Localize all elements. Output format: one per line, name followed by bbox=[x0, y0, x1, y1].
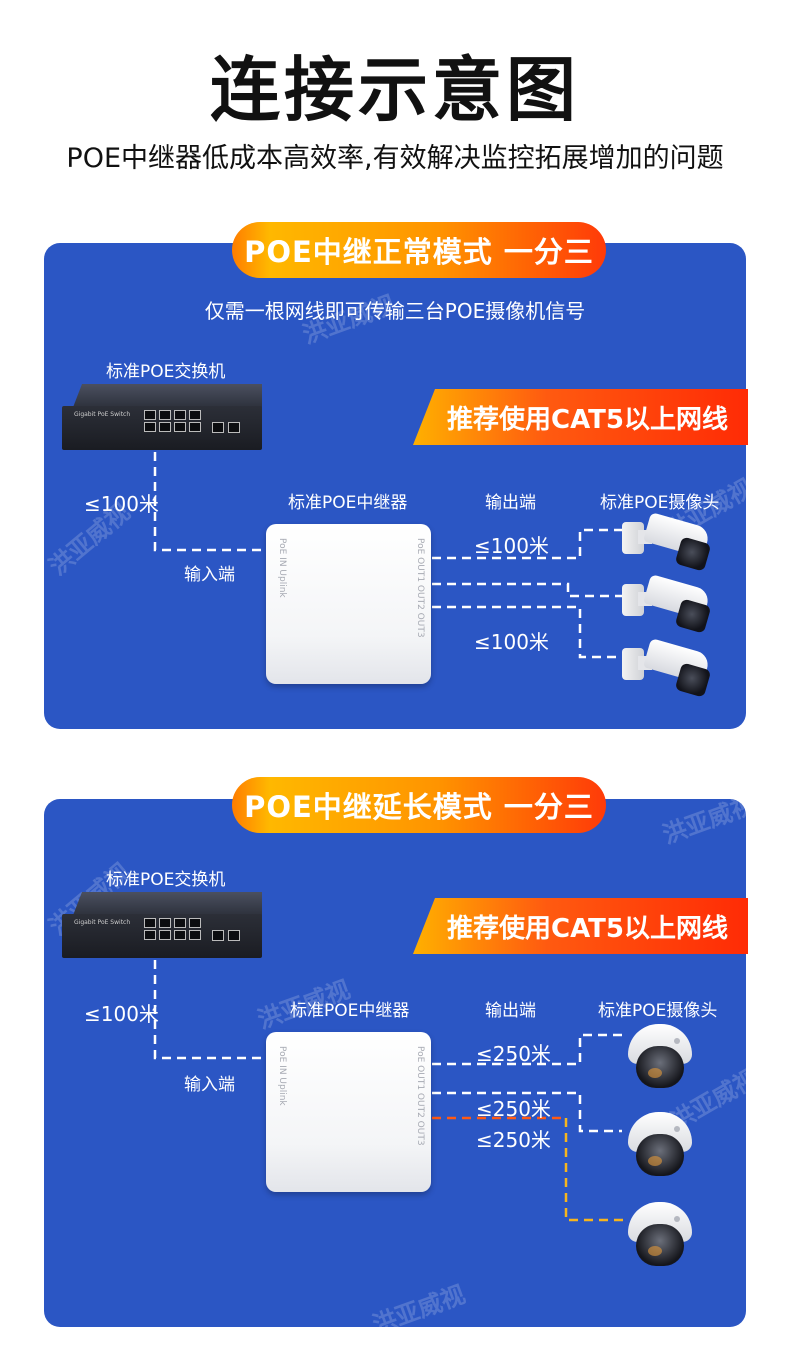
normal-mode-description: 仅需一根网线即可传输三台POE摄像机信号 bbox=[204, 299, 586, 323]
output-cable-2 bbox=[432, 582, 628, 598]
cable-recommendation-banner: 推荐使用CAT5以上网线 bbox=[413, 898, 748, 954]
dome-camera bbox=[628, 1202, 692, 1266]
input-distance-label: ≤100米 bbox=[84, 492, 159, 516]
output-cable-3-yellow bbox=[564, 1118, 624, 1222]
input-port-label: 输入端 bbox=[184, 565, 235, 585]
output-label: 输出端 bbox=[485, 493, 536, 513]
normal-mode-heading: POE中继正常模式 一分三 bbox=[232, 222, 606, 278]
output-label: 输出端 bbox=[485, 1001, 536, 1021]
input-cable bbox=[153, 452, 278, 552]
input-port-label: 输入端 bbox=[184, 1075, 235, 1095]
output-distance-label: ≤250米 bbox=[476, 1042, 551, 1066]
camera-label: 标准POE摄像头 bbox=[600, 493, 720, 513]
poe-switch: Gigabit PoE Switch bbox=[62, 892, 262, 964]
output-cable-1 bbox=[432, 1033, 622, 1066]
repeater-output-port-label: PoE OUT1 OUT2 OUT3 bbox=[414, 538, 425, 638]
output-cable-2 bbox=[432, 1091, 622, 1133]
page-subtitle: POE中继器低成本高效率,有效解决监控拓展增加的问题 bbox=[66, 143, 724, 174]
input-cable bbox=[153, 960, 278, 1060]
dome-camera bbox=[628, 1024, 692, 1088]
repeater-input-port-label: PoE IN Uplink bbox=[276, 538, 287, 598]
switch-brand: Gigabit PoE Switch bbox=[74, 919, 131, 926]
bullet-camera bbox=[620, 512, 712, 574]
dome-camera bbox=[628, 1112, 692, 1176]
repeater-input-port-label: PoE IN Uplink bbox=[276, 1046, 287, 1106]
camera-label: 标准POE摄像头 bbox=[598, 1001, 718, 1021]
page-title: 连接示意图 bbox=[210, 49, 580, 131]
repeater-label: 标准POE中继器 bbox=[290, 1001, 410, 1021]
output-distance-label: ≤100米 bbox=[474, 630, 549, 654]
input-distance-label: ≤100米 bbox=[84, 1002, 159, 1026]
repeater-output-port-label: PoE OUT1 OUT2 OUT3 bbox=[414, 1046, 425, 1146]
poe-repeater: PoE IN Uplink PoE OUT1 OUT2 OUT3 bbox=[266, 1032, 431, 1192]
extend-mode-heading: POE中继延长模式 一分三 bbox=[232, 777, 606, 833]
switch-label: 标准POE交换机 bbox=[106, 362, 226, 382]
bullet-camera bbox=[620, 574, 712, 636]
output-distance-label: ≤100米 bbox=[474, 534, 549, 558]
switch-brand: Gigabit PoE Switch bbox=[74, 411, 131, 418]
cable-recommendation-banner: 推荐使用CAT5以上网线 bbox=[413, 389, 748, 445]
poe-repeater: PoE IN Uplink PoE OUT1 OUT2 OUT3 bbox=[266, 524, 431, 684]
switch-label: 标准POE交换机 bbox=[106, 870, 226, 890]
bullet-camera bbox=[620, 638, 712, 700]
output-distance-label: ≤250米 bbox=[476, 1097, 551, 1121]
output-distance-label: ≤250米 bbox=[476, 1128, 551, 1152]
repeater-label: 标准POE中继器 bbox=[288, 493, 408, 513]
output-cable-3 bbox=[432, 605, 622, 659]
poe-switch: Gigabit PoE Switch bbox=[62, 384, 262, 456]
output-cable-1 bbox=[432, 528, 622, 560]
